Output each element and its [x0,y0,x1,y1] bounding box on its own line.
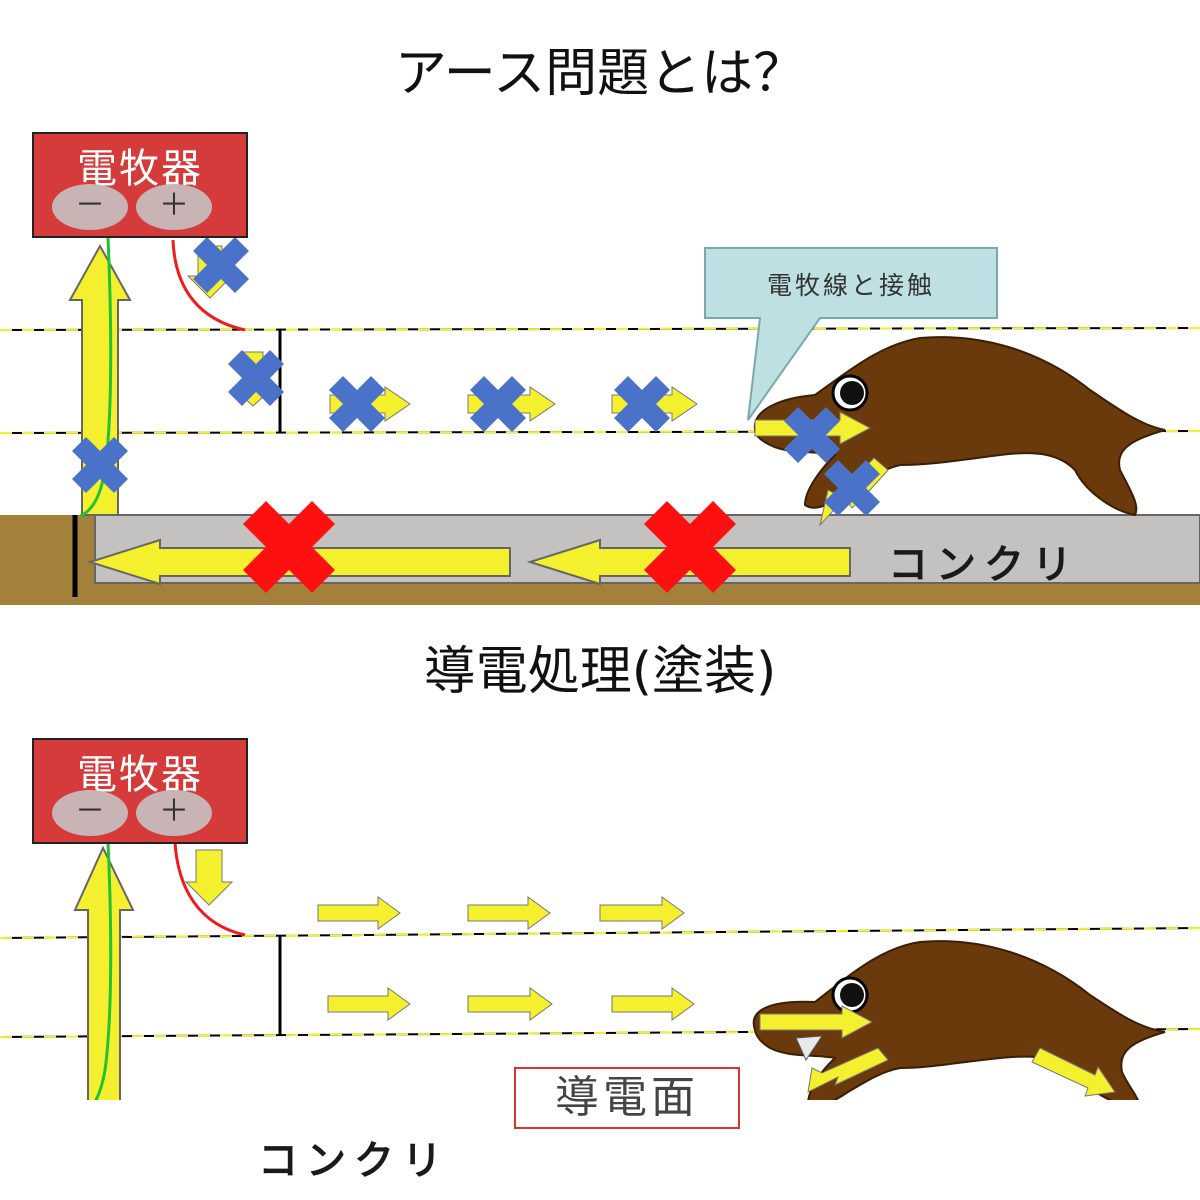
minus-terminal: － [52,184,128,230]
minus-terminal: － [52,790,128,836]
fence-energizer: 電牧器 － ＋ [32,132,248,238]
earth-problem-diagram [0,0,1200,610]
fence-energizer: 電牧器 － ＋ [32,738,248,844]
conductive-surface-label: 導電面 [514,1067,740,1129]
plus-terminal: ＋ [136,184,212,230]
callout-text: 電牧線と接触 [710,266,992,302]
concrete-label: コンクリ [258,1128,450,1186]
conductive-treatment-diagram [0,600,1200,1100]
energizer-label: 電牧器 [34,136,246,194]
plus-terminal: ＋ [136,790,212,836]
concrete-label: コンクリ [888,532,1080,590]
return-arrow-up [75,848,133,1100]
energizer-label: 電牧器 [34,742,246,800]
